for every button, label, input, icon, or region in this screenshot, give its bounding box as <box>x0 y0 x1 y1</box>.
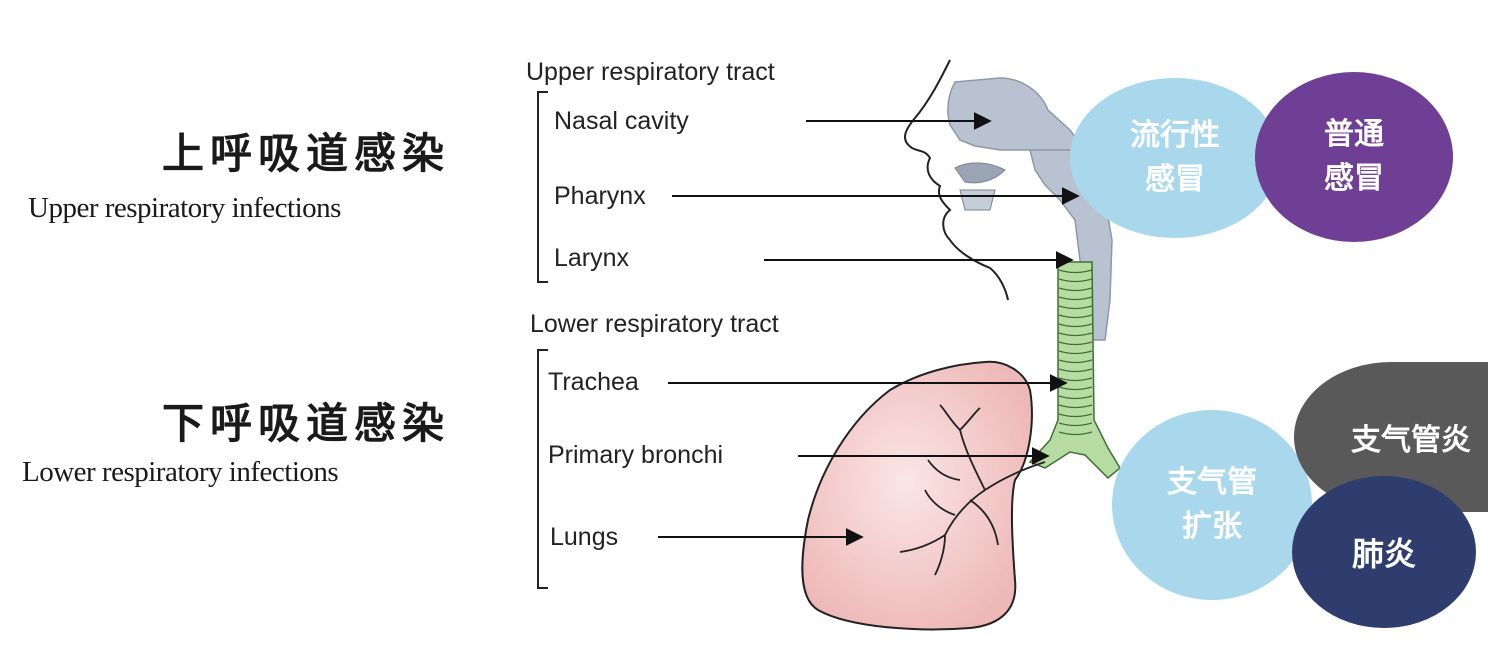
bubble-influenza-line2: 感冒 <box>1145 162 1205 197</box>
lower-tract-heading: Lower respiratory tract <box>530 310 779 338</box>
label-pharynx: Pharynx <box>554 182 646 210</box>
bubble-influenza: 流行性 感冒 <box>1070 78 1280 238</box>
trachea-ring <box>1058 341 1093 346</box>
trachea-ring <box>1058 314 1093 319</box>
trachea-ring <box>1058 422 1093 427</box>
upper-bracket <box>537 91 548 283</box>
trachea-ring <box>1058 305 1093 310</box>
upper-en-title: Upper respiratory infections <box>28 192 341 224</box>
lower-cn-title: 下呼吸道感染 <box>162 399 451 448</box>
label-trachea: Trachea <box>548 368 639 396</box>
label-nasal-cavity: Nasal cavity <box>554 107 689 135</box>
trachea-ring <box>1058 323 1093 328</box>
trachea-ring <box>1058 413 1093 418</box>
trachea-ring <box>1058 368 1093 373</box>
trachea-ring <box>1058 269 1093 274</box>
trachea-ring <box>1058 395 1093 400</box>
label-lungs: Lungs <box>550 523 619 551</box>
lower-bracket <box>537 349 548 589</box>
bubble-pneumonia-label: 肺炎 <box>1351 535 1416 573</box>
lung-shape <box>801 360 1046 631</box>
trachea-ring <box>1058 287 1093 292</box>
trachea-ring <box>1058 296 1093 301</box>
trachea-ring <box>1058 350 1093 355</box>
trachea-ring <box>1058 404 1093 409</box>
trachea-ring <box>1058 332 1093 337</box>
bubble-bronchiectasis-line2: 扩张 <box>1182 509 1242 544</box>
bubble-pneumonia: 肺炎 <box>1292 476 1476 628</box>
bubble-common-cold-line1: 普通 <box>1324 117 1384 152</box>
bubble-common-cold-line2: 感冒 <box>1324 161 1384 196</box>
bubble-bronchiectasis: 支气管 扩张 <box>1112 410 1312 600</box>
bubble-common-cold: 普通 感冒 <box>1255 72 1453 242</box>
trachea-ring <box>1058 431 1093 436</box>
upper-tract-heading: Upper respiratory tract <box>526 58 775 86</box>
trachea-ring <box>1058 278 1093 283</box>
label-primary-bronchi: Primary bronchi <box>548 441 724 469</box>
lower-en-title: Lower respiratory infections <box>22 456 339 488</box>
bubble-bronchitis-label: 支气管炎 <box>1351 423 1471 458</box>
bubble-bronchiectasis-line1: 支气管 <box>1167 465 1257 500</box>
label-larynx: Larynx <box>554 244 630 272</box>
upper-cn-title: 上呼吸道感染 <box>162 129 451 178</box>
trachea-ring <box>1058 359 1093 364</box>
bubble-influenza-line1: 流行性 <box>1130 118 1220 153</box>
